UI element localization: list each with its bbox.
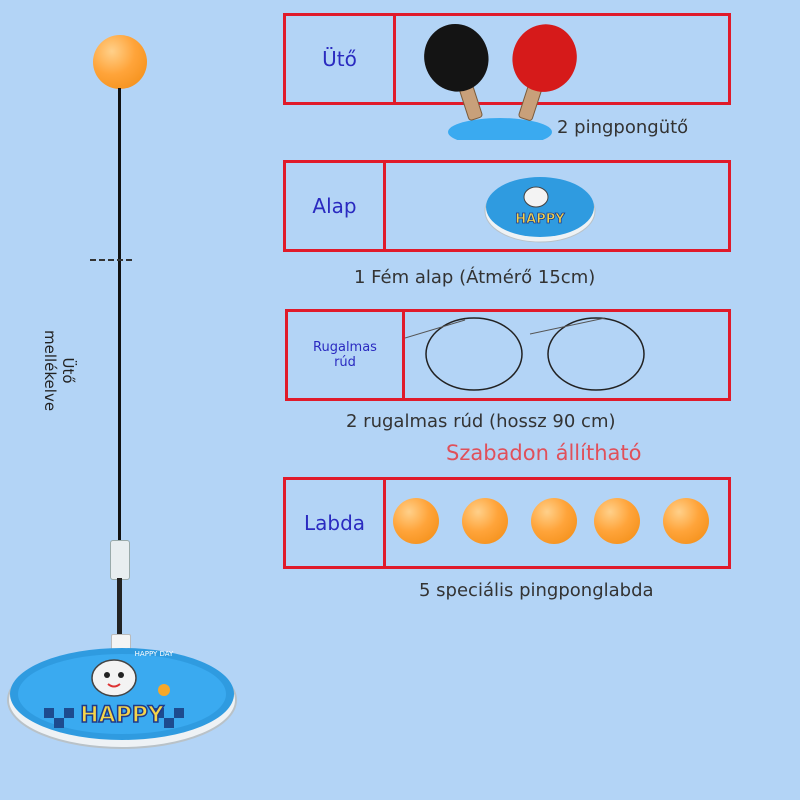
paddle-label-box: Ütő	[283, 13, 396, 105]
ball-2	[462, 498, 508, 544]
ball-caption: 5 speciális pingponglabda	[419, 580, 654, 601]
adjustable-text: Szabadon állítható	[446, 441, 642, 465]
paddles-image	[424, 23, 577, 140]
rod-image-box	[402, 309, 731, 401]
lower-rod	[117, 578, 122, 636]
base-thumbnail: HAPPY	[484, 177, 596, 243]
ball-4	[594, 498, 640, 544]
ball-image-box	[383, 477, 731, 569]
ball-5	[663, 498, 709, 544]
base-happy-text: HAPPY	[80, 703, 165, 728]
base-label-box: Alap	[283, 160, 386, 252]
rod-label-box: Rugalmas rúd	[285, 309, 405, 401]
rod-label-line2: rúd	[334, 355, 356, 370]
base-badge-text: HAPPY DAY	[135, 650, 174, 658]
thumb-happy-text: HAPPY	[515, 212, 565, 227]
base-label: Alap	[312, 194, 357, 218]
ball-3	[531, 498, 577, 544]
base-image-box	[383, 160, 731, 252]
paddle-image-box	[393, 13, 731, 105]
paddle-label: Ütő	[322, 47, 357, 71]
base-caption: 1 Fém alap (Átmérő 15cm)	[354, 267, 596, 288]
ball-label: Labda	[303, 511, 366, 535]
dashed-marker	[90, 259, 132, 261]
base-disk: HAPPY HAPPY DAY	[7, 648, 237, 749]
flex-rod	[118, 88, 121, 548]
paddle-caption: 2 pingpongütő	[557, 117, 689, 138]
rods-image	[405, 317, 645, 391]
racket-included-label: Ütő mellékelve	[41, 330, 77, 412]
rod-caption: 2 rugalmas rúd (hossz 90 cm)	[346, 411, 616, 432]
ball-label-box: Labda	[283, 477, 386, 569]
rod-connector	[110, 540, 130, 580]
rod-label-line1: Rugalmas	[313, 340, 377, 355]
ball-1	[393, 498, 439, 544]
top-ball	[93, 35, 147, 89]
